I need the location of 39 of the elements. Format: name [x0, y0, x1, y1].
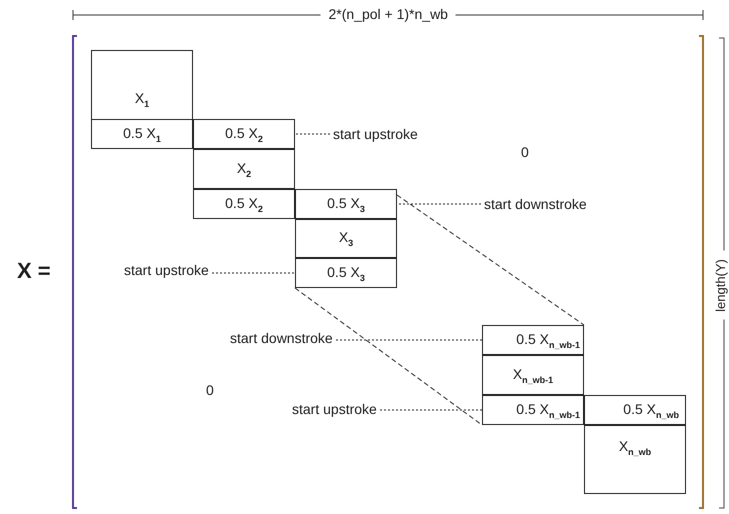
matrix-block	[584, 425, 686, 494]
matrix-block	[91, 119, 193, 149]
matrix-block	[482, 325, 584, 355]
matrix-block	[295, 189, 397, 219]
block-label: 0.5 X$_{2}$	[225, 124, 263, 144]
zero-label: 0	[206, 382, 214, 398]
matrix-block	[295, 219, 397, 258]
dimension-label: length(Y)	[712, 258, 728, 312]
block-label: X$_{n_wb-1}$	[512, 366, 554, 384]
block-label: 0.5 X$_{n_wb-1}$	[516, 330, 580, 350]
zero-label: 0	[521, 144, 529, 160]
zoom-line	[396, 194, 584, 326]
block-label: X$_{3}$	[338, 229, 354, 248]
leader-line	[212, 272, 296, 274]
block-label: 0.5 X$_{n_wb}$	[623, 400, 679, 420]
matrix-block	[584, 395, 686, 425]
annotation-label: start upstroke	[333, 125, 418, 143]
block-label: 0.5 X$_{n_wb-1}$	[516, 400, 580, 420]
zoom-line	[294, 288, 482, 426]
block-label: X$_{2}$	[236, 160, 252, 178]
block-label: X$_{n_wb}$	[618, 438, 652, 457]
block-label: X$_{1}$	[134, 90, 150, 109]
matrix-block	[482, 355, 584, 395]
dimension-label: 2*(n_pol + 1)*n_wb	[328, 6, 448, 22]
annotation-label: start downstroke	[484, 195, 587, 213]
matrix-block	[193, 119, 295, 149]
block-label: 0.5 X$_{3}$	[327, 264, 365, 282]
matrix-block	[295, 258, 397, 288]
matrix-name: X =	[17, 258, 51, 284]
block-label: 0.5 X$_{3}$	[327, 194, 365, 214]
matrix-block	[193, 149, 295, 189]
block-label: 0.5 X$_{1}$	[123, 124, 161, 144]
annotation-label: start upstroke	[292, 400, 377, 418]
block-label: 0.5 X$_{2}$	[225, 194, 263, 214]
matrix-block	[193, 189, 295, 219]
annotation-label: start upstroke	[124, 261, 209, 279]
matrix-block	[91, 50, 193, 120]
annotation-label: start downstroke	[230, 329, 333, 347]
matrix-block	[482, 395, 584, 425]
